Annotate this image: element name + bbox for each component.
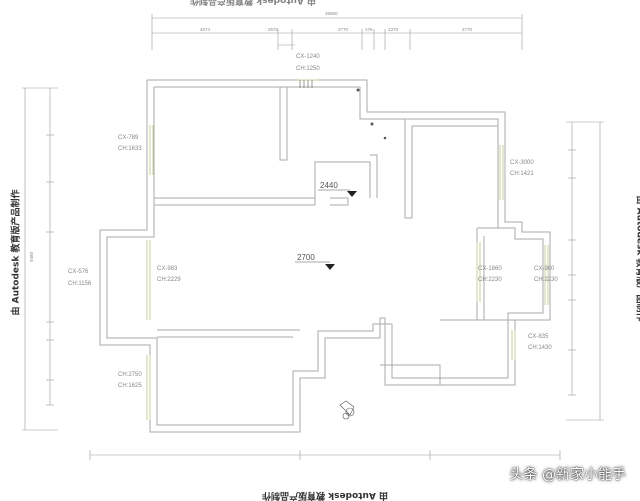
window-height-5: CH:2229	[157, 277, 181, 283]
dim-left-total: 9480	[29, 251, 34, 262]
dim-top-seg-3: 2770	[338, 27, 349, 32]
dim-top-seg-2: 2670	[268, 27, 279, 32]
window-code-8: CX-835	[528, 334, 549, 340]
windows	[146, 79, 549, 420]
window-code-1: CX-1240	[296, 54, 320, 60]
top-dimension-chain	[151, 14, 523, 50]
dim-top-seg-6: 2770	[462, 27, 473, 32]
window-code-9: CH:2750	[118, 372, 142, 378]
window-code-2: CX-789	[118, 135, 139, 141]
window-code-7: CX-980	[534, 266, 555, 272]
right-dimension-chain	[566, 121, 604, 421]
watermark-right: 由 Autodesk 教育版产品制作	[634, 195, 640, 322]
window-height-7: CH:2230	[534, 277, 558, 283]
window-code-5: CX-983	[157, 266, 178, 272]
window-height-4: CH:1156	[68, 281, 92, 287]
left-dimension-chain	[22, 87, 58, 431]
bottom-dimension-line	[89, 450, 561, 460]
elevation-label-living: 2700	[297, 253, 315, 262]
window-height-6: CH:2230	[478, 277, 502, 283]
dim-overall-top: 35560	[325, 11, 338, 16]
dim-top-seg-5: 1370	[388, 27, 399, 32]
elevation-marker-corridor: 2440	[318, 181, 357, 197]
fixtures	[299, 80, 387, 420]
exterior-walls	[99, 79, 551, 433]
interior-walls	[154, 87, 515, 385]
window-height-3: CH:1421	[510, 171, 534, 177]
window-height-9: CH:1625	[118, 383, 142, 389]
watermark-left: 由 Autodesk 教育版产品制作	[11, 189, 22, 316]
window-code-6: CX-1860	[478, 266, 502, 272]
watermark-top: 由 Autodesk 教育版产品制作	[190, 0, 317, 5]
dim-top-seg-1: 4074	[200, 27, 211, 32]
window-height-2: CH:1633	[118, 146, 142, 152]
window-height-1: CH:1250	[296, 66, 320, 72]
elevation-marker-living: 2700	[295, 253, 335, 270]
window-code-4: CX-576	[68, 269, 89, 275]
source-credit: 头条 @新家小能手	[509, 467, 626, 483]
window-height-8: CH:1430	[528, 345, 552, 351]
window-code-3: CX-3000	[510, 160, 534, 166]
watermark-bottom: 由 Autodesk 教育版产品制作	[262, 490, 389, 500]
elevation-label-corridor: 2440	[320, 181, 338, 190]
dim-top-seg-4: 176	[365, 27, 373, 32]
